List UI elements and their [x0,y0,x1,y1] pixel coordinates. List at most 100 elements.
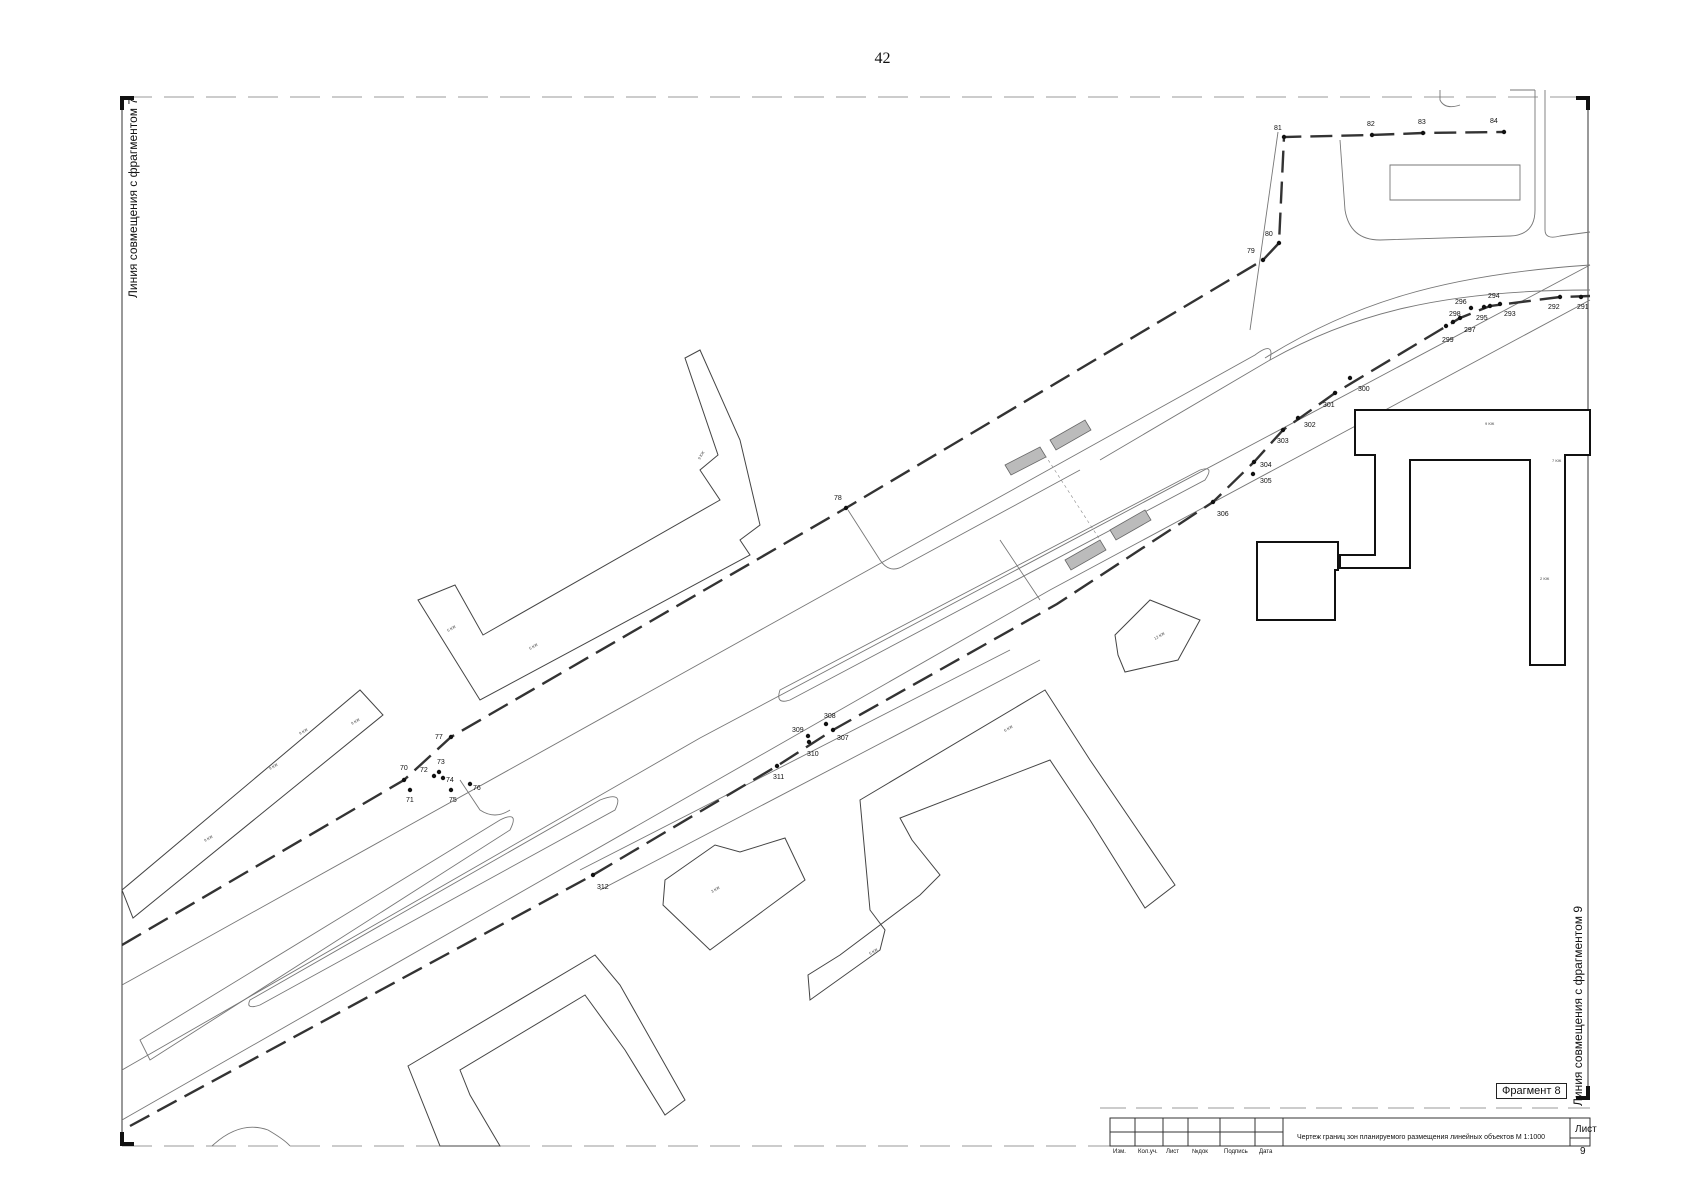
survey-point-label-311: 311 [773,774,784,781]
col-label-date: Дата [1259,1149,1273,1155]
survey-point-308 [823,721,829,727]
survey-point-label-307: 307 [837,735,849,742]
building-labels: 9 КЖ 5 КЖ 9 КЖ 9 КЖ 9 КЖ 5 КЖ 12 КЖ 3 КЖ 9 КЖ 6 К… [203,421,1562,956]
right-match-line-label: Линия совмещения с фрагментом 9 [1571,905,1585,1106]
building-label: 5 КЖ [446,624,457,633]
survey-point-label-78: 78 [834,495,842,502]
survey-point-76 [467,781,473,787]
survey-point-79 [1260,257,1266,263]
survey-point-label-305: 305 [1260,478,1272,485]
col-label-izm: Изм. [1113,1149,1126,1155]
survey-point-label-293: 293 [1504,311,1516,318]
survey-point-label-312: 312 [597,884,609,891]
survey-point-296 [1468,305,1474,311]
crosswalk-line [1044,454,1101,541]
survey-point-80 [1276,240,1282,246]
survey-point-label-77: 77 [435,734,443,741]
survey-point-label-300: 300 [1358,386,1370,393]
survey-point-label-71: 71 [406,797,414,804]
sheet-label: Лист [1575,1124,1597,1135]
survey-point-74 [440,775,446,781]
survey-point-label-70: 70 [400,765,408,772]
building-label: 9 КЖ [697,450,706,461]
survey-point-label-83: 83 [1418,119,1426,126]
survey-point-label-79: 79 [1247,248,1255,255]
survey-point-312 [590,872,596,878]
survey-point-label-72: 72 [420,767,428,774]
survey-point-label-306: 306 [1217,511,1229,518]
survey-point-label-297: 297 [1464,327,1476,334]
boundary-line [121,130,1591,1128]
building-label: 7 КЖ [1552,458,1562,463]
buildings-thick [1256,409,1591,666]
page-number: 42 [874,50,891,67]
survey-point-303 [1280,427,1286,433]
survey-point-label-298: 298 [1449,311,1461,318]
survey-point-84 [1501,129,1507,135]
parking-pads [1004,419,1152,571]
survey-point-78 [843,505,849,511]
survey-point-label-292: 292 [1548,304,1560,311]
survey-point-293 [1497,301,1503,307]
survey-point-309 [805,733,811,739]
survey-point-82 [1369,132,1375,138]
sheet-number: 9 [1580,1146,1586,1157]
survey-point-297 [1457,315,1463,321]
survey-point-306 [1210,499,1216,505]
survey-point-label-84: 84 [1490,118,1498,125]
survey-point-83 [1420,130,1426,136]
survey-point-72 [431,773,437,779]
building-label: 5 КЖ [868,947,879,956]
title-block [1100,1107,1591,1147]
survey-point-299 [1443,323,1449,329]
building-label: 6 КЖ [1003,724,1014,733]
building-label: 9 КЖ [203,834,214,843]
left-match-line-label: Линия совмещения с фрагментом 7 [126,97,140,298]
survey-point-label-76: 76 [473,785,481,792]
survey-point-311 [774,763,780,769]
survey-point-305 [1250,471,1256,477]
survey-point-307 [830,727,836,733]
col-label-kol: Кол.уч. [1138,1149,1158,1155]
corner-marks [120,96,1590,1146]
building-label: 12 КЖ [1153,631,1166,641]
building-label: 2 КЖ [1540,576,1550,581]
survey-point-label-82: 82 [1367,121,1375,128]
survey-point-302 [1295,415,1301,421]
building-label: 3 КЖ [710,885,721,894]
survey-point-label-301: 301 [1323,402,1335,409]
building-label: 9 КЖ [298,727,309,736]
survey-point-label-309: 309 [792,727,804,734]
survey-point-73 [436,769,442,775]
col-label-doc: №док [1192,1149,1208,1155]
building-label: 5 КЖ [528,642,539,651]
survey-point-label-299: 299 [1442,337,1454,344]
survey-point-298 [1450,319,1456,325]
survey-point-label-74: 74 [446,777,454,784]
building-label: 9 КЖ [268,762,279,771]
survey-point-75 [448,787,454,793]
survey-point-label-75: 75 [449,797,457,804]
survey-point-71 [407,787,413,793]
survey-point-label-308: 308 [824,713,836,720]
survey-point-label-302: 302 [1304,422,1316,429]
survey-point-label-81: 81 [1274,125,1282,132]
survey-point-77 [448,734,454,740]
building-label: 9 КЖ [1485,421,1495,426]
survey-point-label-80: 80 [1265,231,1273,238]
survey-point-label-296: 296 [1455,299,1467,306]
fragment-tag: Фрагмент 8 [1496,1083,1567,1099]
survey-point-label-295: 295 [1476,315,1488,322]
title-block-title: Чертеж границ зон планируемого размещени… [1297,1134,1546,1141]
survey-point-295 [1481,304,1487,310]
survey-point-292 [1557,294,1563,300]
survey-point-label-303: 303 [1277,438,1289,445]
survey-point-label-304: 304 [1260,462,1272,469]
survey-point-label-294: 294 [1488,293,1500,300]
survey-point-300 [1347,375,1353,381]
survey-point-label-73: 73 [437,759,445,766]
survey-point-304 [1251,459,1257,465]
street-lines [121,89,1591,1147]
